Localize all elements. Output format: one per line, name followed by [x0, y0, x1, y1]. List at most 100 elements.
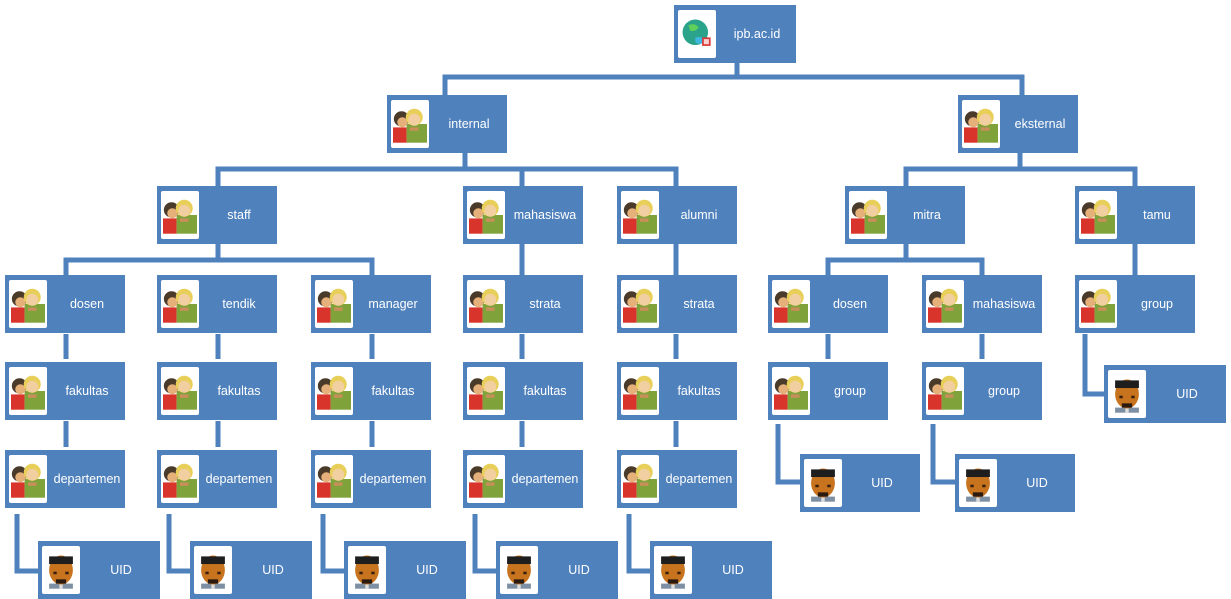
node-label: UID: [110, 563, 132, 577]
users-icon: [315, 455, 353, 503]
connector-line: [166, 514, 195, 574]
users-icon: [962, 100, 1000, 148]
node-label: departemen: [359, 472, 427, 486]
connector-line: [63, 257, 375, 275]
node-manager: manager: [311, 275, 431, 333]
users-icon: [467, 455, 505, 503]
user-icon: [42, 546, 80, 594]
connector-line: [472, 514, 501, 574]
node-label: strata: [683, 297, 715, 311]
node-departemen: departemen: [463, 450, 583, 508]
node-tendik: tendik: [157, 275, 277, 333]
node-label: fakultas: [523, 384, 567, 398]
node-staff: staff: [157, 186, 277, 244]
user-icon: [959, 459, 997, 507]
node-alumni: alumni: [617, 186, 737, 244]
node-uid: UID: [344, 541, 466, 599]
node-label: dosen: [832, 297, 868, 311]
users-icon: [9, 367, 47, 415]
node-label: group: [1141, 297, 1173, 311]
node-eksternal: eksternal: [958, 95, 1078, 153]
user-icon: [500, 546, 538, 594]
connector-line: [320, 514, 349, 574]
users-icon: [467, 191, 505, 239]
node-fakultas: fakultas: [617, 362, 737, 420]
connector-line: [1082, 334, 1104, 397]
node-label: departemen: [205, 472, 273, 486]
users-icon: [315, 280, 353, 328]
users-icon: [772, 280, 810, 328]
node-fakultas: fakultas: [311, 362, 431, 420]
node-fakultas: fakultas: [463, 362, 583, 420]
node-label: departemen: [53, 472, 121, 486]
node-mahasiswa: mahasiswa: [922, 275, 1042, 333]
node-label: eksternal: [1014, 117, 1066, 131]
node-departemen: departemen: [311, 450, 431, 508]
node-uid: UID: [800, 454, 920, 512]
node-label: alumni: [680, 208, 718, 222]
connector-line: [14, 514, 43, 574]
users-icon: [161, 280, 199, 328]
node-label: fakultas: [217, 384, 261, 398]
users-icon: [849, 191, 887, 239]
node-label: tendik: [222, 297, 256, 311]
node-tamu: tamu: [1075, 186, 1195, 244]
node-uid: UID: [955, 454, 1075, 512]
node-group: group: [1075, 275, 1195, 333]
node-label: internal: [448, 117, 490, 131]
node-label: UID: [1026, 476, 1048, 490]
connector-line: [442, 74, 1025, 95]
node-label: dosen: [69, 297, 105, 311]
connector-line: [775, 424, 800, 485]
node-label: UID: [1176, 387, 1198, 401]
node-label: fakultas: [677, 384, 721, 398]
node-label: departemen: [665, 472, 733, 486]
node-strata: strata: [463, 275, 583, 333]
connector-line: [626, 514, 655, 574]
globe-icon: [678, 10, 716, 58]
node-dosen: dosen: [768, 275, 888, 333]
node-strata: strata: [617, 275, 737, 333]
node-group: group: [768, 362, 888, 420]
connector-line: [825, 257, 985, 275]
node-group: group: [922, 362, 1042, 420]
users-icon: [391, 100, 429, 148]
users-icon: [161, 191, 199, 239]
node-departemen: departemen: [5, 450, 125, 508]
node-uid: UID: [1104, 365, 1226, 423]
users-icon: [926, 367, 964, 415]
users-icon: [621, 367, 659, 415]
user-icon: [1108, 370, 1146, 418]
node-label: UID: [871, 476, 893, 490]
users-icon: [315, 367, 353, 415]
node-mitra: mitra: [845, 186, 965, 244]
user-icon: [804, 459, 842, 507]
node-label: UID: [416, 563, 438, 577]
user-icon: [348, 546, 386, 594]
node-label: group: [834, 384, 866, 398]
users-icon: [1079, 191, 1117, 239]
node-mahasiswa: mahasiswa: [463, 186, 583, 244]
user-icon: [194, 546, 232, 594]
users-icon: [9, 455, 47, 503]
node-internal: internal: [387, 95, 507, 153]
node-dosen: dosen: [5, 275, 125, 333]
users-icon: [467, 280, 505, 328]
users-icon: [161, 367, 199, 415]
connector-line: [903, 166, 1138, 186]
node-ipb-ac-id: ipb.ac.id: [674, 5, 796, 63]
connector-line: [930, 424, 956, 485]
node-uid: UID: [190, 541, 312, 599]
node-label: ipb.ac.id: [733, 27, 781, 41]
node-label: mahasiswa: [972, 297, 1036, 311]
node-label: strata: [529, 297, 561, 311]
node-label: departemen: [511, 472, 579, 486]
node-label: mitra: [913, 208, 941, 222]
node-uid: UID: [38, 541, 160, 599]
node-label: group: [988, 384, 1020, 398]
users-icon: [926, 280, 964, 328]
users-icon: [621, 280, 659, 328]
node-label: tamu: [1143, 208, 1171, 222]
node-label: UID: [568, 563, 590, 577]
users-icon: [772, 367, 810, 415]
